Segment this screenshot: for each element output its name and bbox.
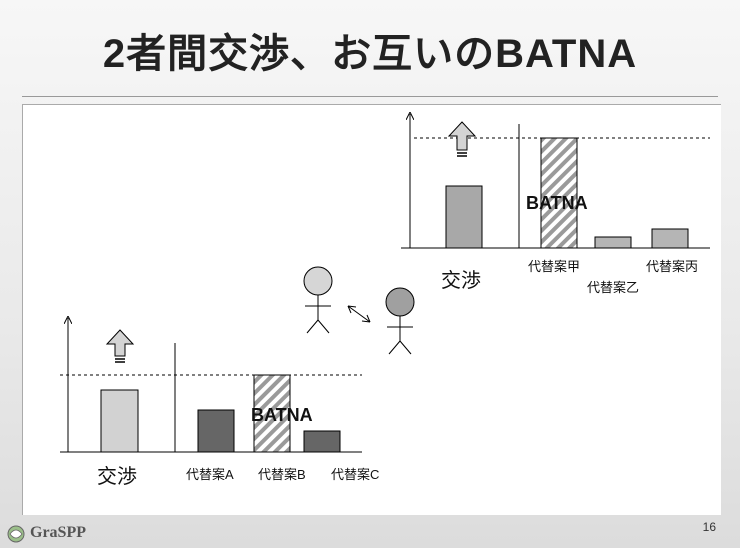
lower-alt-a-bar [197,409,235,453]
logo-text: GraSPP [30,524,86,541]
upper-batna-label: BATNA [526,193,588,213]
person-right-icon [385,287,415,355]
lower-up-arrow-icon [105,329,135,363]
page-number: 16 [702,520,716,534]
graspp-logo-icon [7,525,25,543]
person-left-icon [303,266,333,334]
upper-negotiation-label: 交渉 [441,270,481,292]
lower-diagram [60,318,362,453]
upper-up-arrow-icon [447,121,477,157]
upper-batna-bar [540,137,578,249]
upper-alt-label-2: 代替案乙 [587,280,640,295]
lower-alt-label-3: 代替案C [331,467,380,482]
lower-alt-label-1: 代替案A [186,467,234,482]
lower-batna-label: BATNA [251,405,313,425]
upper-diagram [401,114,710,249]
upper-alt-label-3: 代替案丙 [646,259,699,274]
lower-negotiation-label: 交渉 [97,466,137,488]
lower-negotiation-bar [100,389,139,453]
upper-negotiation-bar [445,185,483,249]
title-divider [22,96,718,97]
lower-batna-bar [253,374,291,453]
double-arrow-icon [347,305,371,323]
lower-alt-label-2: 代替案B [258,467,306,482]
upper-alt-hei-bar [651,228,689,249]
slide-title: 2者間交渉、お互いのBATNA [102,32,638,76]
upper-alt-label-1: 代替案甲 [528,259,581,274]
lower-alt-c-bar [303,430,341,453]
footer-logo: GraSPP [30,524,86,542]
upper-alt-otsu-bar [594,236,632,249]
